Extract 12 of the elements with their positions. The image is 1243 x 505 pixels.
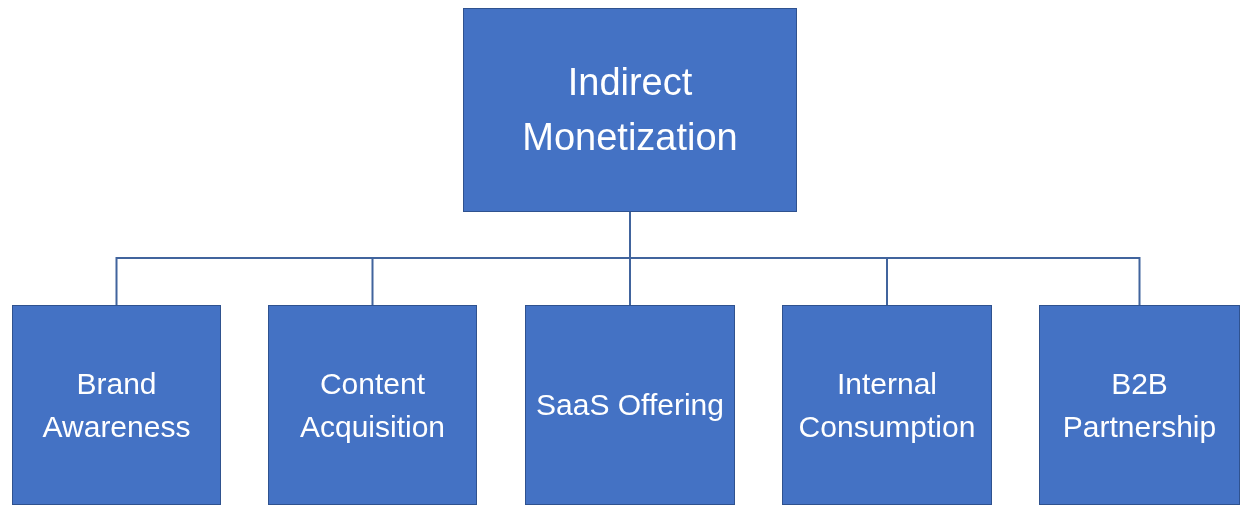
box-label: Content Acquisition <box>298 365 447 445</box>
box-label: Indirect Monetization <box>521 59 739 160</box>
category-box <box>12 305 221 505</box>
box-label: Brand Awareness <box>41 365 192 445</box>
box-label: B2B Partnership <box>1061 365 1218 445</box>
category-box <box>525 305 735 505</box>
box-label: Internal Consumption <box>797 365 977 445</box>
category-box <box>1039 305 1240 505</box>
category-box <box>268 305 477 505</box>
root-box <box>463 8 797 212</box>
category-box <box>782 305 992 505</box>
box-label: SaaS Offering <box>536 387 724 424</box>
